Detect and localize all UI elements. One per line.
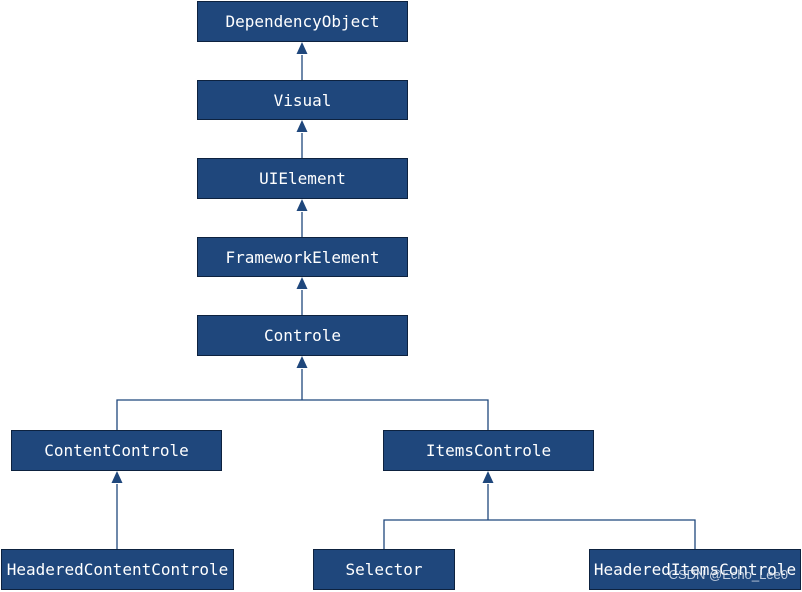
node-itemscontrole: ItemsControle [383,430,594,471]
node-dependencyobject: DependencyObject [197,1,408,42]
node-controle: Controle [197,315,408,356]
arrowhead-itemscontrole [482,471,494,483]
node-visual: Visual [197,80,408,120]
edge-headereditemscontrole-to-itemscontrole [488,519,696,549]
arrowhead-visual [296,120,308,132]
node-uielement: UIElement [197,158,408,199]
watermark-text: CSDN @Echo_Lee0 [668,567,788,582]
node-selector: Selector [313,549,455,590]
arrowhead-contentcontrole [111,471,123,483]
edge-contentcontrole-to-controle [116,399,302,430]
arrowhead-dependencyobject [296,42,308,54]
edge-itemscontrole-to-controle [302,399,489,430]
arrowhead-controle [296,356,308,368]
arrowhead-uielement [296,199,308,211]
node-contentcontrole: ContentControle [11,430,222,471]
node-frameworkelement: FrameworkElement [197,237,408,277]
node-headereditemscontrole: HeaderedItemsControle [589,549,801,590]
arrowhead-frameworkelement [296,277,308,289]
node-headeredcontentcontrole: HeaderedContentControle [1,549,234,590]
edge-selector-to-itemscontrole [383,519,488,549]
